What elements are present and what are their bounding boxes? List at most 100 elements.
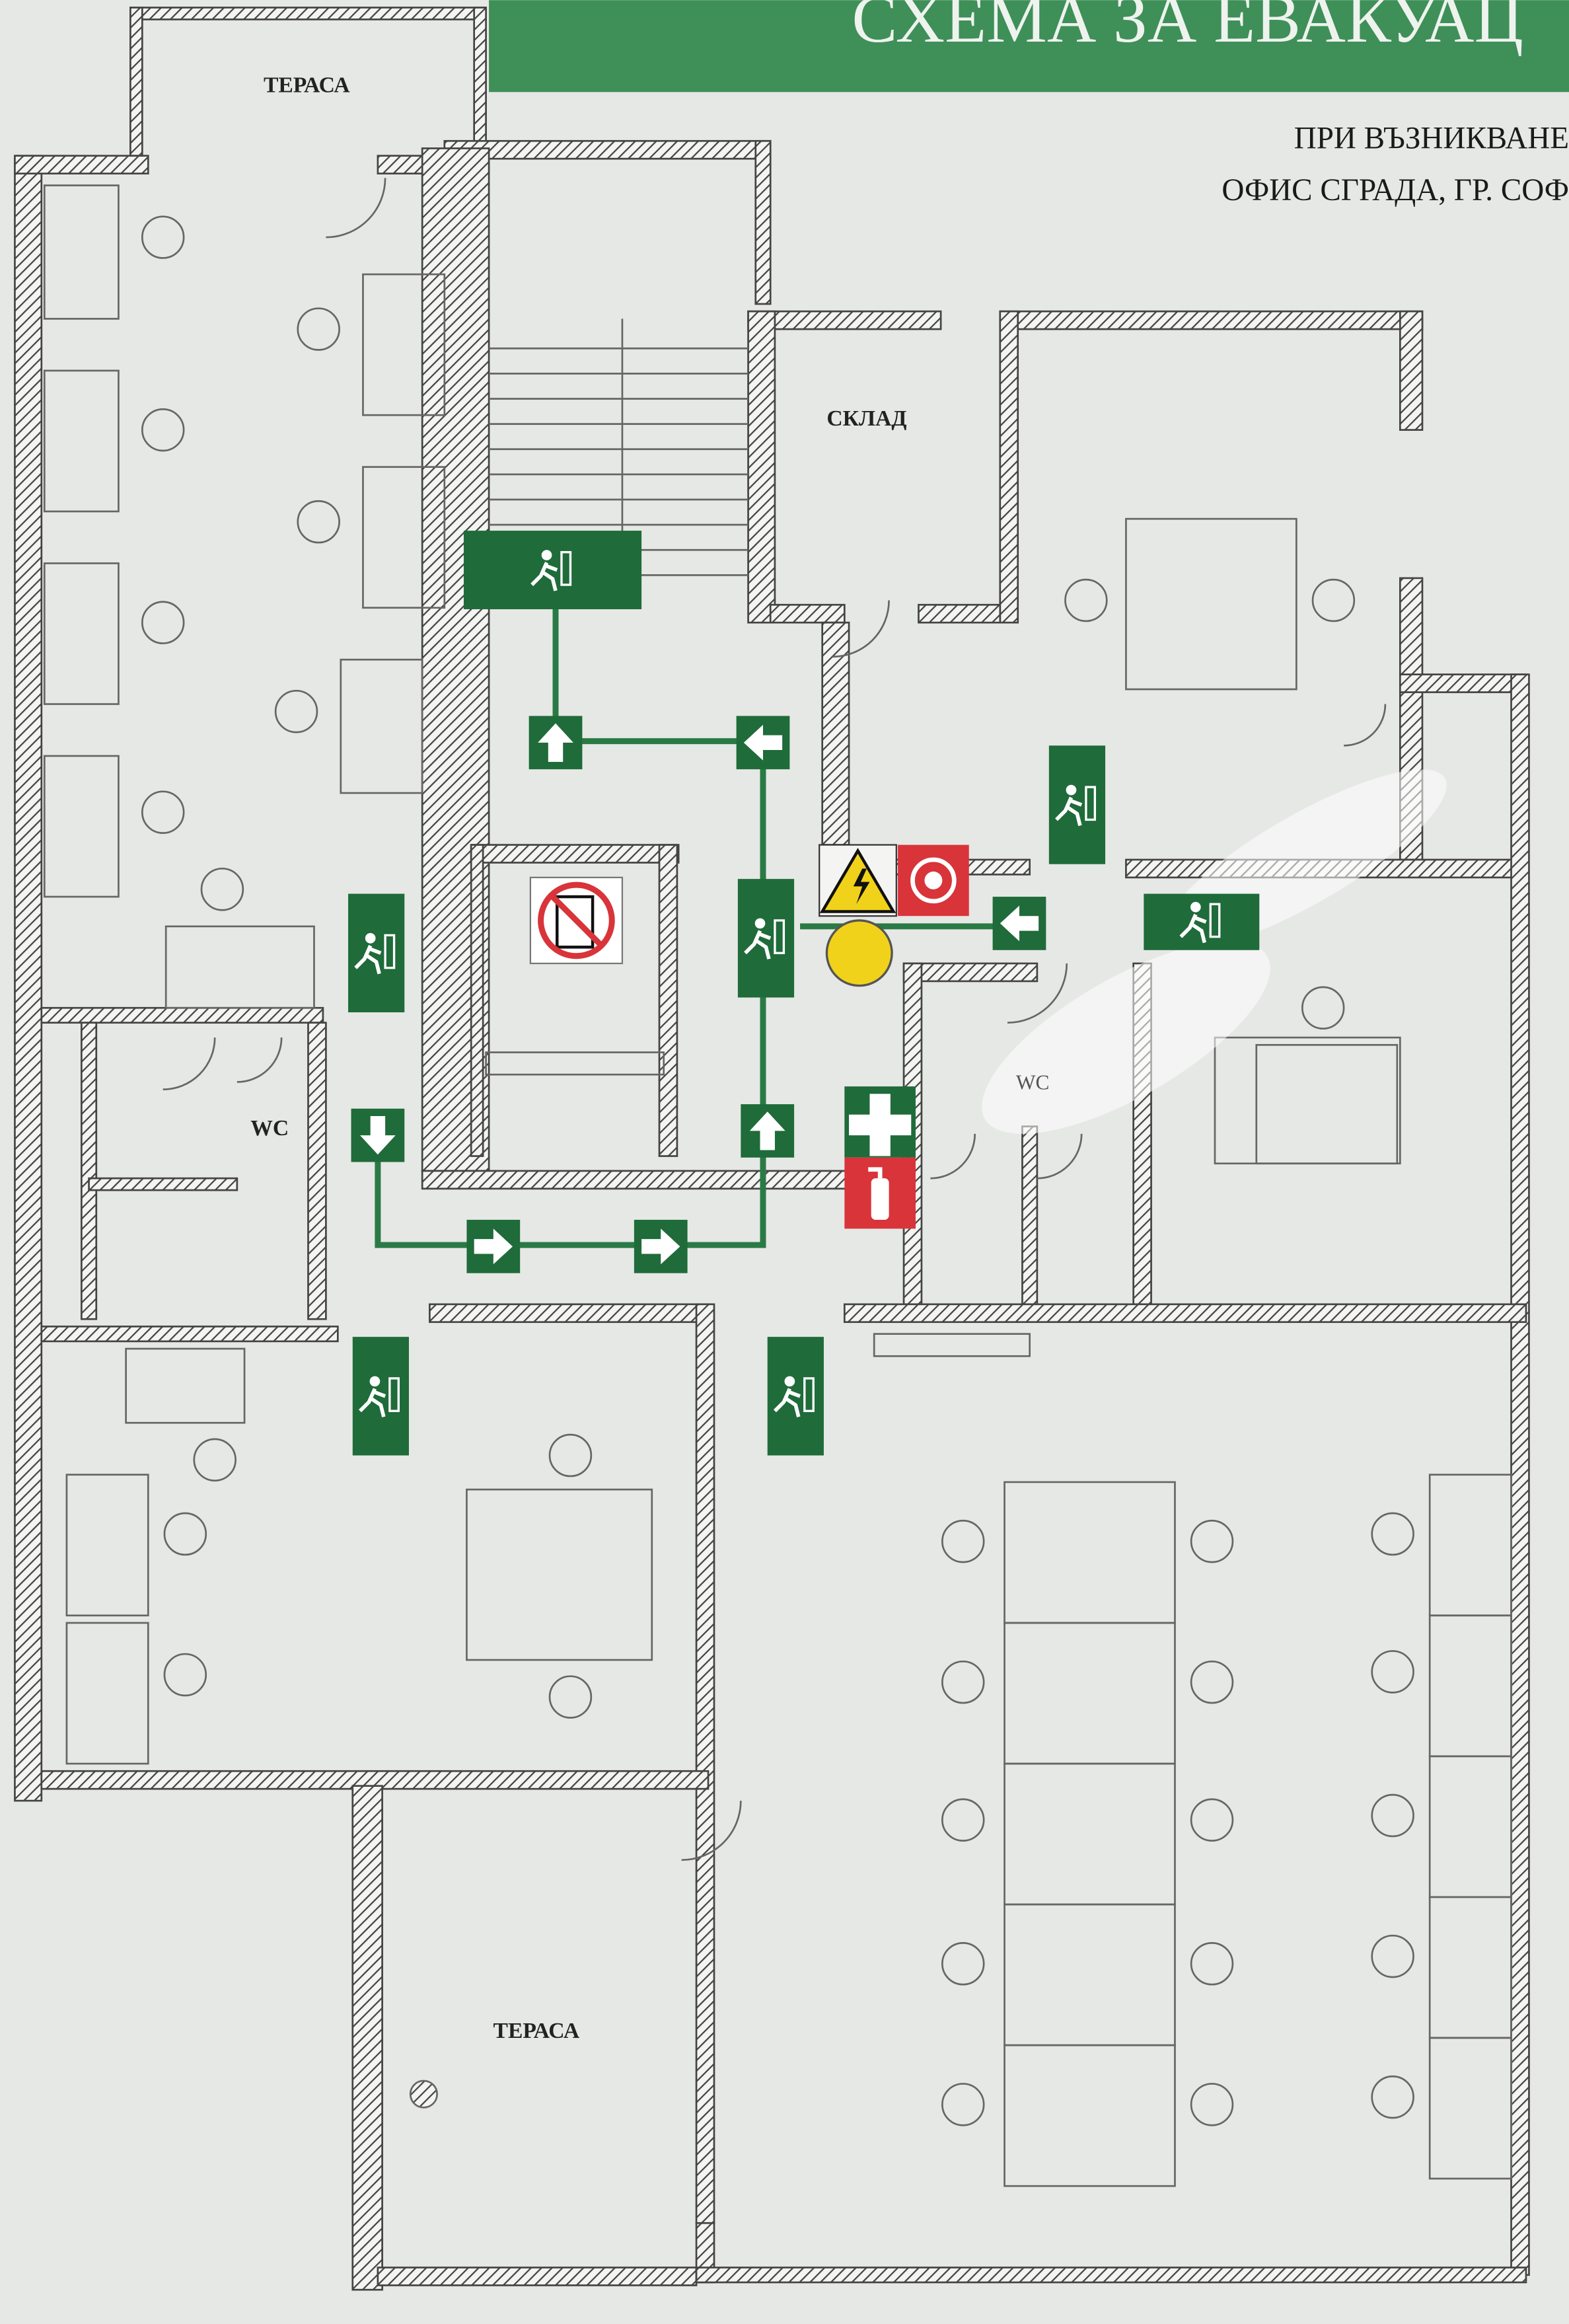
wall	[129, 7, 487, 20]
desk	[1003, 2044, 1176, 2187]
plan-title: СХЕМА ЗА ЕВАКУАЦ	[852, 0, 1524, 57]
running-man-exit-icon	[348, 893, 405, 1012]
chair	[193, 1438, 237, 1482]
wall	[1399, 673, 1527, 693]
door-swing	[326, 178, 386, 239]
wall	[658, 844, 678, 1157]
chair	[141, 790, 185, 834]
wall	[443, 139, 772, 160]
wall	[351, 1785, 383, 2291]
desk	[466, 1488, 653, 1661]
desk	[1125, 517, 1297, 691]
door-swing	[163, 1037, 216, 1090]
desk	[43, 562, 120, 705]
chair	[1371, 1650, 1414, 1694]
chair	[297, 307, 340, 351]
wall	[1399, 310, 1424, 431]
direction-arrow-icon	[736, 716, 790, 770]
door-swing	[1344, 704, 1387, 747]
wall	[470, 844, 484, 1157]
wall	[377, 2267, 698, 2286]
door-swing	[1037, 1133, 1083, 1180]
you-are-here-marker-icon	[825, 919, 893, 987]
chair	[941, 1798, 985, 1842]
door-swing	[681, 1801, 742, 1861]
no-elevator-in-fire-icon	[529, 876, 624, 965]
chair	[1371, 2075, 1414, 2119]
meeting-table	[1214, 1036, 1401, 1165]
fire-alarm-icon	[898, 844, 969, 917]
chair	[1190, 1519, 1234, 1563]
chair	[1311, 578, 1356, 622]
room-label-terrace-top: ТЕРАСА	[264, 73, 350, 97]
wall	[821, 621, 850, 846]
drain	[409, 2080, 438, 2109]
direction-arrow-icon	[741, 1104, 795, 1158]
room-label-storage: СКЛАД	[826, 406, 906, 431]
elevator-sill	[485, 1051, 665, 1076]
wall	[999, 310, 1019, 624]
chair	[1371, 1512, 1414, 1556]
first-aid-cross-icon	[844, 1086, 916, 1158]
running-man-exit-icon	[737, 879, 795, 998]
wall	[429, 1303, 712, 1324]
chair	[1190, 1942, 1234, 1986]
chair	[200, 868, 244, 911]
wall	[843, 1303, 1527, 1324]
desk	[65, 1622, 149, 1765]
wall	[695, 2267, 1527, 2284]
chair	[1064, 578, 1108, 622]
direction-arrow-icon	[634, 1219, 688, 1273]
desk	[65, 1474, 149, 1617]
high-voltage-warning-icon	[819, 844, 897, 917]
chair	[1371, 1934, 1414, 1978]
wall	[88, 1177, 238, 1191]
chair	[1301, 986, 1345, 1030]
chair	[163, 1653, 207, 1697]
desk	[340, 658, 423, 794]
plan-subtitle-2: ОФИС СГРАДА, ГР. СОФ	[1222, 173, 1569, 207]
wall	[470, 844, 680, 864]
plan-subtitle-1: ПРИ ВЪЗНИКВАНЕ	[1294, 122, 1569, 156]
chair	[941, 2083, 985, 2126]
door-swing	[832, 600, 890, 658]
chair	[141, 601, 185, 644]
wall	[307, 1022, 327, 1320]
door-swing	[237, 1037, 283, 1083]
wall	[14, 155, 43, 1802]
desk	[43, 369, 120, 513]
running-man-exit-icon	[352, 1337, 409, 1456]
chair	[274, 689, 318, 733]
wall	[473, 7, 487, 157]
wall	[747, 310, 942, 330]
direction-arrow-icon	[529, 716, 583, 770]
wall	[918, 603, 1002, 624]
wall	[40, 1326, 339, 1343]
running-man-exit-icon	[1144, 893, 1260, 950]
desk	[43, 184, 120, 320]
chair	[1371, 1793, 1414, 1838]
chair	[1190, 1660, 1234, 1704]
direction-arrow-icon	[351, 1108, 405, 1162]
wall	[747, 310, 776, 624]
desk	[125, 1347, 246, 1424]
desk	[164, 925, 315, 1009]
desk	[1428, 2037, 1512, 2180]
wall	[902, 962, 1039, 983]
desk	[873, 1333, 1031, 1357]
chair	[141, 215, 185, 259]
chair	[297, 500, 340, 544]
direction-arrow-icon	[992, 897, 1046, 950]
wall	[40, 1006, 324, 1024]
chair	[548, 1675, 593, 1719]
chair	[1190, 1798, 1234, 1842]
wall	[1510, 673, 1530, 2276]
running-man-exit-icon	[463, 531, 642, 609]
wall	[754, 139, 772, 305]
wall	[695, 1303, 715, 2224]
chair	[163, 1512, 207, 1556]
chair	[941, 1660, 985, 1704]
chair	[941, 1519, 985, 1563]
